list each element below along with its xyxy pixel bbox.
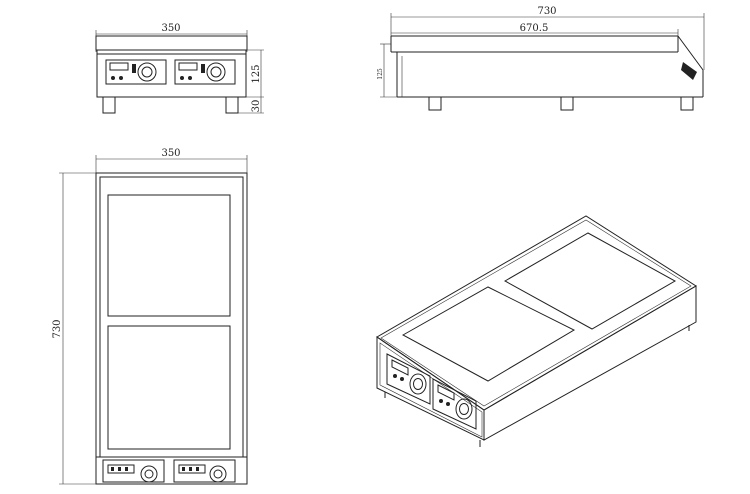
front-view: 350 12	[95, 23, 264, 114]
side-view: 730 670.5 125	[377, 6, 705, 111]
top-control-panel-left	[102, 459, 165, 483]
front-body-height-label: 125	[251, 64, 262, 83]
iso-cooking-zone-front	[401, 286, 576, 382]
side-small-height-label: 125	[377, 68, 384, 80]
iso-cooking-zone-rear	[503, 232, 677, 330]
top-cooking-zone-rear	[107, 194, 231, 317]
top-width-label: 350	[161, 148, 180, 159]
front-control-panel-left	[105, 59, 167, 85]
front-control-panel-right	[174, 59, 236, 85]
front-width-label: 350	[161, 23, 180, 34]
isometric-view	[376, 215, 697, 447]
top-control-panel-right	[173, 459, 236, 483]
top-cooking-zone-front	[107, 325, 231, 450]
top-depth-label: 730	[52, 319, 63, 338]
iso-control-panel-left	[386, 353, 431, 405]
side-top-depth-label: 670.5	[520, 23, 549, 34]
top-view: 350 730	[52, 148, 248, 485]
iso-control-panel-right	[432, 378, 477, 430]
side-depth-label: 730	[537, 6, 556, 17]
front-foot-height-label: 30	[251, 100, 262, 113]
